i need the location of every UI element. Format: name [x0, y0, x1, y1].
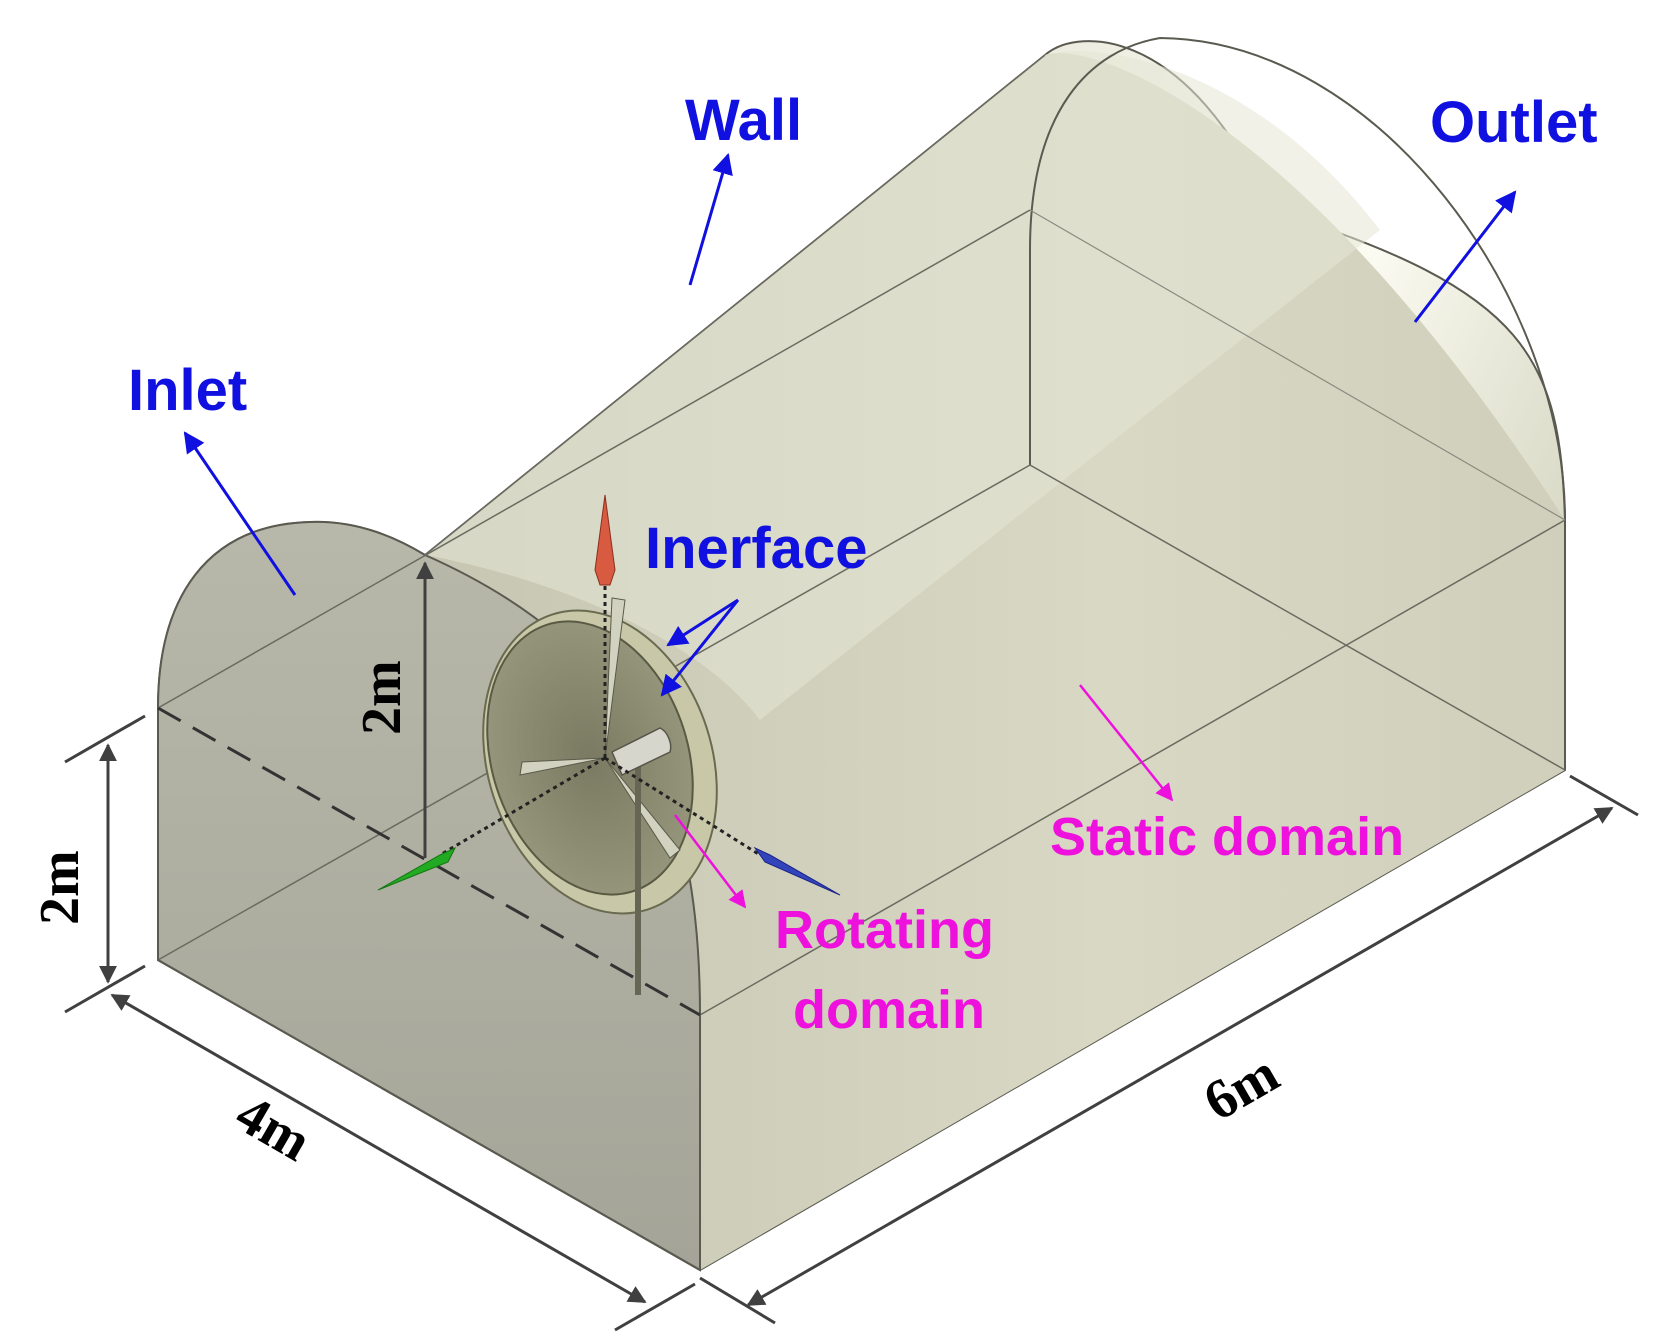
- dim-extension-line: [699, 1276, 776, 1325]
- dim-height-inlet-label: 2m: [351, 660, 413, 735]
- dim-extension-line: [64, 964, 146, 1014]
- interface-label: Inerface: [645, 516, 867, 581]
- rotating-domain: [482, 597, 718, 995]
- dim-length-label: 6m: [1194, 1042, 1290, 1133]
- static-domain-leader-arrow: [1079, 684, 1174, 802]
- edge-line: [1029, 209, 1566, 521]
- axis-y-line: [604, 756, 761, 857]
- axis-z-arrow: [594, 494, 616, 586]
- rotating-domain-leader-arrow: [674, 814, 747, 909]
- wall-highlight: [425, 50, 1380, 721]
- static-domain-label: Static domain: [1050, 807, 1404, 867]
- turbine-blade: [604, 597, 626, 759]
- tunnel-body: [157, 36, 1566, 1272]
- edge-line: [157, 209, 1031, 709]
- axis-x-arrow: [377, 846, 457, 891]
- wall-leader-arrow: [688, 152, 733, 286]
- outlet-face: [1029, 36, 1566, 770]
- wall-label: Wall: [685, 88, 802, 153]
- dim-extension-line: [1569, 774, 1639, 817]
- edge-line: [1029, 464, 1566, 771]
- dimensions: [64, 561, 1639, 1332]
- turbine-nacelle: [611, 727, 672, 777]
- rotating-domain-label-line2: domain: [793, 980, 985, 1040]
- inlet-centerline: [157, 706, 701, 1017]
- outlet-label: Outlet: [1430, 90, 1598, 155]
- dim-extension-line: [64, 714, 146, 764]
- dim-length-line: [746, 806, 1614, 1307]
- interface-leader-arrow: [660, 599, 740, 697]
- rotating-domain-label-line1: Rotating: [775, 900, 994, 960]
- vertical-axis-turbine-icon: [519, 597, 681, 995]
- rotating-domain-disk: [486, 620, 694, 896]
- turbine-blade: [519, 757, 606, 776]
- interface-leader-arrow: [666, 598, 739, 647]
- dim-height-side-label: 2m: [29, 850, 91, 925]
- dim-width-line: [110, 993, 647, 1304]
- dim-width-label: 4m: [226, 1083, 322, 1174]
- inlet-leader-arrow: [183, 431, 297, 596]
- outlet-leader-arrow: [1413, 190, 1517, 323]
- dim-extension-line: [614, 1282, 696, 1332]
- inlet-label: Inlet: [128, 358, 247, 423]
- label-leaders: [183, 152, 1517, 909]
- edge-line: [424, 54, 1046, 556]
